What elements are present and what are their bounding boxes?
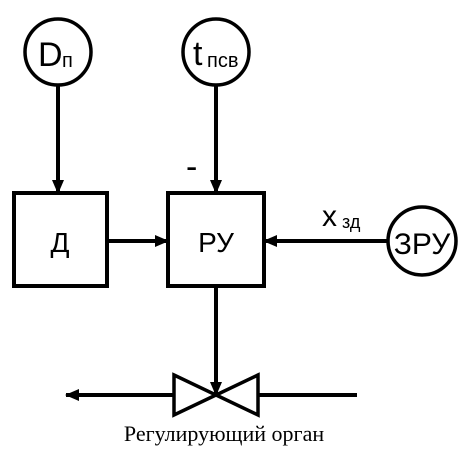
d-p-sensor: D п xyxy=(23,17,93,87)
ru-block-label: РУ xyxy=(198,227,234,258)
d-p-sub: п xyxy=(62,50,73,72)
valve-caption: Регулирующий орган xyxy=(124,421,324,446)
d-p-main: D xyxy=(38,36,63,74)
x-zd-sub: зд xyxy=(342,212,361,232)
d-block-label: Д xyxy=(51,227,70,258)
d-block: Д xyxy=(12,191,109,288)
zru-setpoint: ЗРУ xyxy=(386,205,458,277)
t-psv-sensor: t псв xyxy=(181,17,251,87)
t-psv-main: t xyxy=(193,35,203,73)
t-psv-sub: псв xyxy=(207,50,238,72)
minus-sign: - xyxy=(186,148,197,186)
x-zd-main: x xyxy=(322,200,337,233)
control-valve xyxy=(172,372,260,418)
ru-block: РУ xyxy=(166,191,266,288)
zru-label: ЗРУ xyxy=(394,228,451,261)
